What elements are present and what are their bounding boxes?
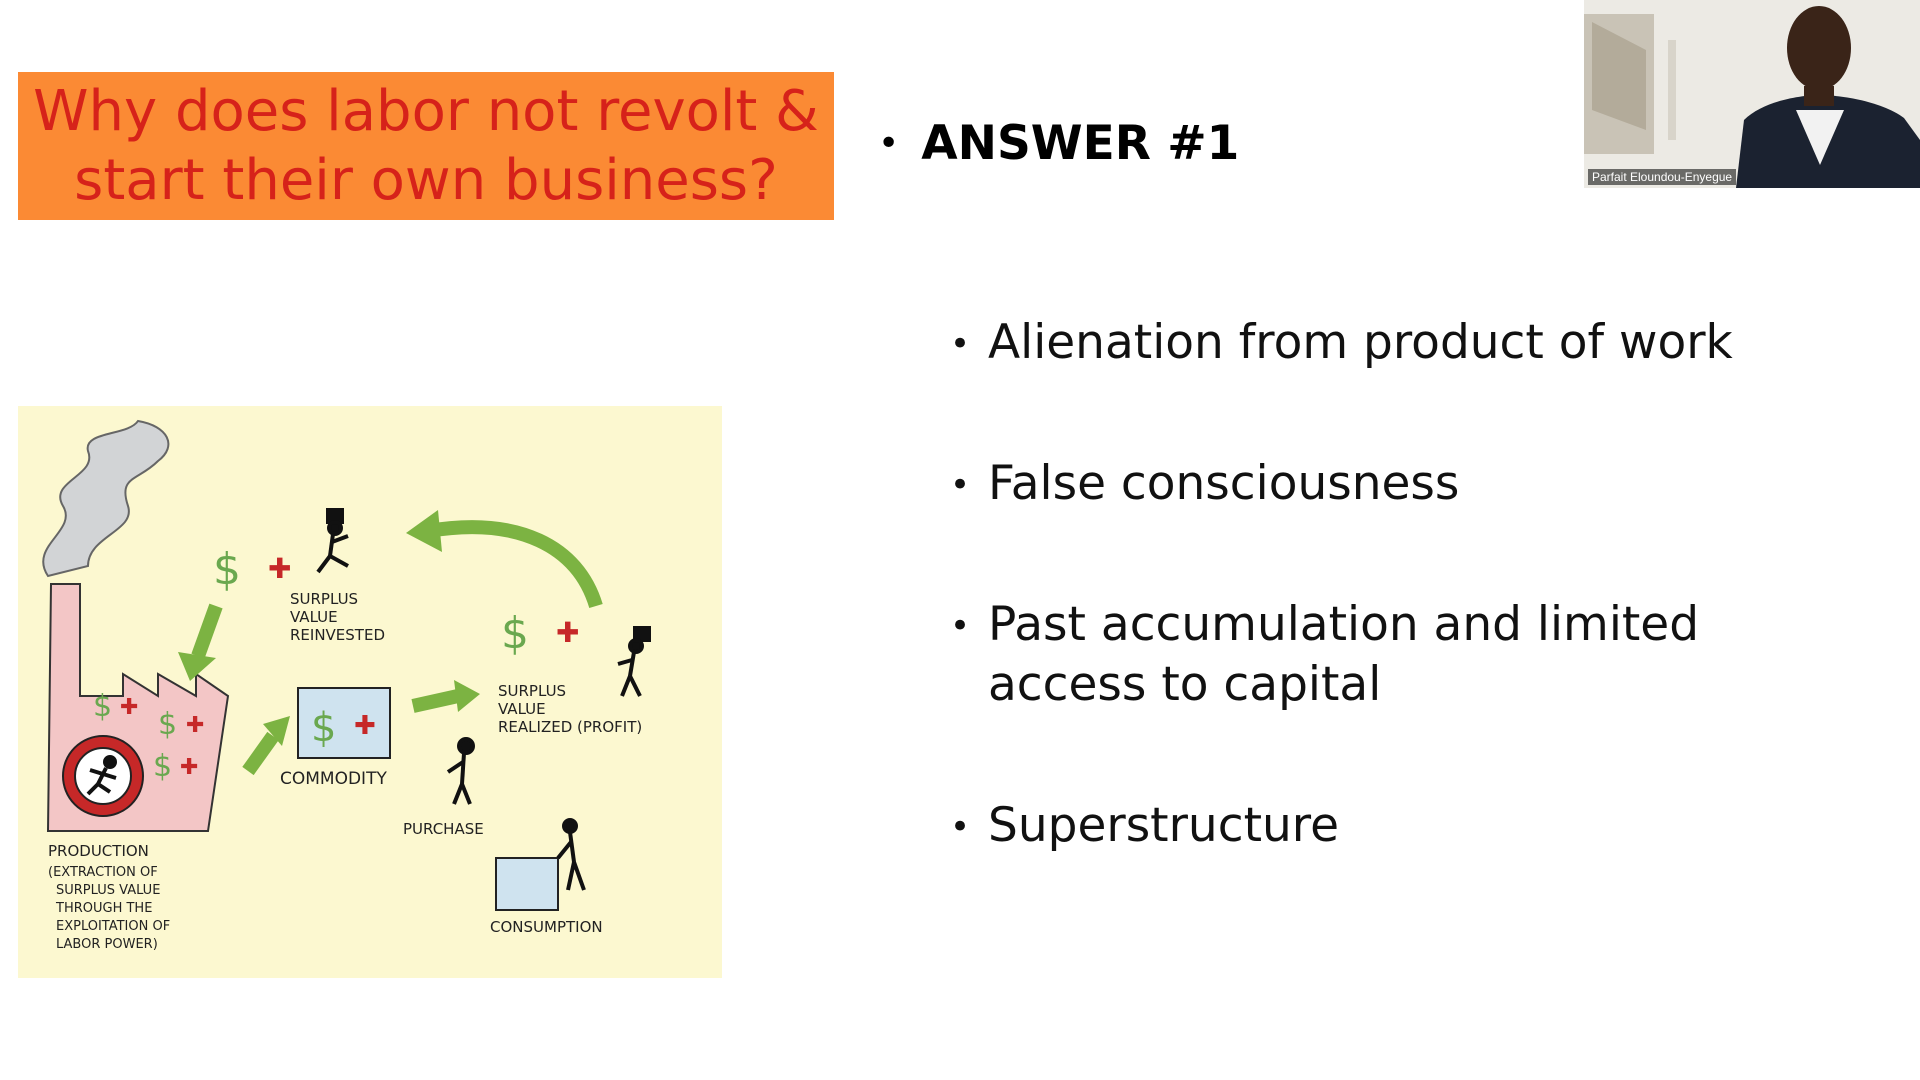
slide-title-line-2: start their own business? xyxy=(74,148,778,213)
production-line-5: EXPLOITATION OF xyxy=(56,919,170,934)
plus-icon: ✚ xyxy=(354,711,376,741)
participant-video-feed xyxy=(1584,0,1920,188)
consumption-box xyxy=(495,857,559,911)
bullet-item-1: • Alienation from product of work xyxy=(950,313,1733,375)
purchase-label: PURCHASE xyxy=(403,820,484,838)
surplus-reinvested-line-3: REINVESTED xyxy=(290,626,385,644)
surplus-realized-label: SURPLUS VALUE REALIZED (PROFIT) xyxy=(498,682,642,736)
arrow-up-right-head-icon xyxy=(263,716,290,746)
capitalist-figure-icon xyxy=(617,626,651,697)
dollar-icon: $ xyxy=(501,608,529,659)
answer-heading-text: ANSWER #1 xyxy=(921,116,1240,171)
video-cabinet-door-shape xyxy=(1592,22,1646,130)
dollar-icon: $ xyxy=(158,707,177,742)
production-label: PRODUCTION (EXTRACTION OF SURPLUS VALUE … xyxy=(48,842,175,952)
surplus-realized-line-3: REALIZED (PROFIT) xyxy=(498,718,642,736)
bullet-item-2: • False consciousness xyxy=(950,454,1459,516)
arrow-right-head-icon xyxy=(454,680,480,712)
video-neck-shape xyxy=(1804,86,1834,106)
bullet-text: Past accumulation and limited access to … xyxy=(988,595,1699,715)
dollar-icon: $ xyxy=(153,749,172,784)
smoke-shape xyxy=(42,419,170,578)
surplus-reinvested-label: SURPLUS VALUE REINVESTED xyxy=(290,590,385,644)
video-wall-edge-shape xyxy=(1668,40,1676,140)
production-line-2: (EXTRACTION OF xyxy=(48,865,158,880)
arrow-curved-head-icon xyxy=(406,510,442,552)
surplus-realized-line-1: SURPLUS xyxy=(498,682,566,700)
bullet-text: False consciousness xyxy=(988,456,1460,511)
video-face-shape xyxy=(1787,6,1851,90)
bullet-dot: • xyxy=(878,123,900,164)
surplus-reinvested-line-2: VALUE xyxy=(290,608,338,626)
dollar-icon: $ xyxy=(213,544,241,595)
buyer-figure-icon xyxy=(446,737,475,805)
arrow-up-right-icon xyxy=(242,731,279,776)
plus-icon: ✚ xyxy=(556,616,579,649)
arrow-curved-icon xyxy=(426,520,603,609)
production-line-1: PRODUCTION xyxy=(48,842,149,860)
production-line-6: LABOR POWER) xyxy=(56,937,158,952)
capitalist-figure-icon xyxy=(316,508,349,574)
bullet-dot: • xyxy=(950,465,971,505)
bullet-text: Superstructure xyxy=(988,798,1339,853)
plus-icon: ✚ xyxy=(120,695,138,720)
bullet-text-line-1: Past accumulation and limited xyxy=(988,597,1700,652)
bullet-text: Alienation from product of work xyxy=(988,315,1733,370)
answer-heading: • ANSWER #1 xyxy=(878,116,1239,171)
consumer-figure-icon xyxy=(556,818,586,891)
plus-icon: ✚ xyxy=(180,755,198,780)
worker-figure-icon xyxy=(86,755,117,796)
capital-cycle-illustration: $ ✚ $ ✚ $ ✚ $ ✚ SURPLUS VALUE REINVESTED xyxy=(18,406,722,978)
participant-video-tile[interactable]: Parfait Eloundou-Enyegue xyxy=(1584,0,1920,188)
bullet-dot: • xyxy=(950,807,971,847)
commodity-box xyxy=(297,687,391,759)
plus-icon: ✚ xyxy=(186,713,204,738)
dollar-icon: $ xyxy=(311,705,336,751)
slide-title: Why does labor not revolt & start their … xyxy=(18,72,834,220)
arrow-down-icon xyxy=(191,603,223,659)
arrow-down-head-icon xyxy=(178,652,216,681)
production-line-3: SURPLUS VALUE xyxy=(56,883,160,898)
bullet-dot: • xyxy=(950,606,971,646)
arrow-right-icon xyxy=(411,689,460,713)
commodity-label: COMMODITY xyxy=(280,769,387,789)
bullet-text-line-2: access to capital xyxy=(988,657,1382,712)
surplus-reinvested-line-1: SURPLUS xyxy=(290,590,358,608)
bullet-item-3: • Past accumulation and limited access t… xyxy=(950,595,1699,715)
bullet-item-4: • Superstructure xyxy=(950,796,1339,858)
consumption-label: CONSUMPTION xyxy=(490,918,603,936)
surplus-realized-line-2: VALUE xyxy=(498,700,546,718)
participant-name-label: Parfait Eloundou-Enyegue xyxy=(1588,169,1737,185)
slide-title-line-1: Why does labor not revolt & xyxy=(33,79,819,144)
dollar-icon: $ xyxy=(93,689,112,724)
plus-icon: ✚ xyxy=(268,552,291,585)
production-line-4: THROUGH THE xyxy=(55,901,152,916)
bullet-dot: • xyxy=(950,324,971,364)
capital-cycle-drawing: $ ✚ $ ✚ $ ✚ $ ✚ SURPLUS VALUE REINVESTED xyxy=(42,419,651,952)
video-shirt-shape xyxy=(1796,110,1844,165)
